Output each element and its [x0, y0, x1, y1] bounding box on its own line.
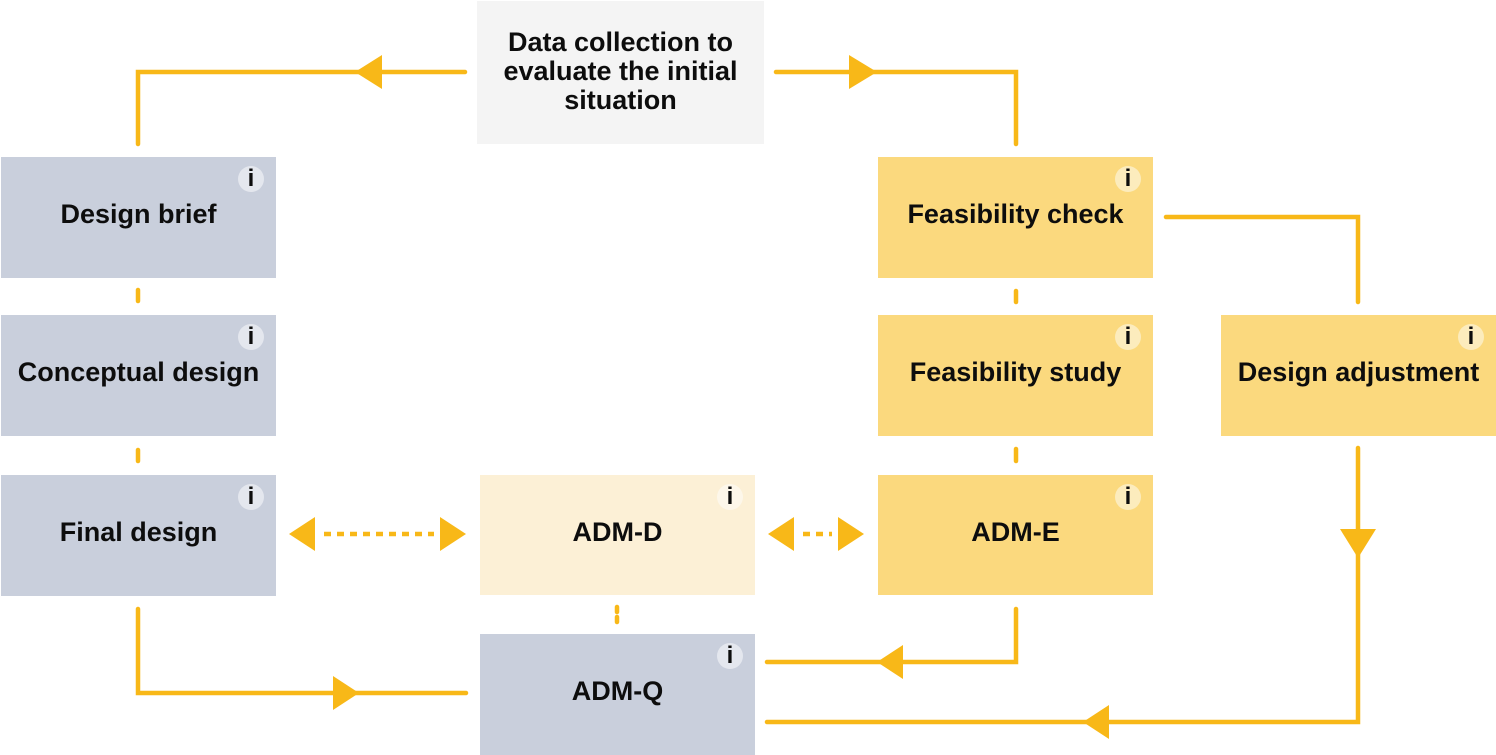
connector-feasibility-check-to-design-adjustment — [1163, 214, 1361, 305]
info-icon[interactable]: i — [1115, 324, 1141, 350]
node-adm-e[interactable]: ADM-E i — [878, 475, 1153, 595]
info-icon[interactable]: i — [1115, 166, 1141, 192]
arrowhead-left-icon — [768, 517, 794, 551]
arrowhead-right-icon — [333, 676, 359, 710]
node-feasibility-check[interactable]: Feasibility check i — [878, 157, 1153, 278]
node-design-brief[interactable]: Design brief i — [1, 157, 276, 278]
node-label: Final design — [59, 517, 218, 547]
arrowhead-left-icon — [289, 517, 315, 551]
connector-start-to-feasibility-check — [773, 69, 1019, 147]
info-icon[interactable]: i — [238, 484, 264, 510]
info-icon[interactable]: i — [1458, 324, 1484, 350]
connector-start-to-design-brief — [135, 69, 468, 147]
arrowhead-right-icon — [838, 517, 864, 551]
info-icon[interactable]: i — [717, 484, 743, 510]
info-icon[interactable]: i — [238, 166, 264, 192]
connector-adm-e-to-adm-q — [764, 606, 1019, 665]
info-icon[interactable]: i — [1115, 484, 1141, 510]
arrowhead-left-icon — [1083, 705, 1109, 739]
arrowhead-left-icon — [355, 55, 382, 89]
connector-final-design-to-adm-q — [135, 606, 469, 696]
arrowhead-right-icon — [440, 517, 466, 551]
arrowhead-right-icon — [849, 55, 877, 89]
node-conceptual-design[interactable]: Conceptual design i — [1, 315, 276, 436]
node-label: Design brief — [60, 199, 217, 229]
info-icon[interactable]: i — [238, 324, 264, 350]
node-adm-d[interactable]: ADM-D i — [480, 475, 755, 595]
node-label: Feasibility check — [907, 199, 1124, 229]
node-label: Feasibility study — [909, 357, 1122, 387]
arrowhead-left-icon — [877, 645, 903, 679]
node-label: ADM-Q — [571, 676, 664, 706]
info-icon[interactable]: i — [717, 643, 743, 669]
node-label: ADM-D — [572, 516, 663, 547]
node-data-collection[interactable]: Data collection to evaluate the initial … — [477, 1, 764, 144]
node-label: Design adjustment — [1237, 357, 1480, 387]
node-design-adjustment[interactable]: Design adjustment i — [1221, 315, 1496, 436]
node-label: Data collection to evaluate the initial … — [503, 27, 738, 115]
node-adm-q[interactable]: ADM-Q i — [480, 634, 755, 755]
node-feasibility-study[interactable]: Feasibility study i — [878, 315, 1153, 436]
arrowhead-down-icon — [1340, 529, 1376, 558]
node-final-design[interactable]: Final design i — [1, 475, 276, 596]
node-label: Conceptual design — [17, 357, 260, 387]
node-label: ADM-E — [971, 516, 1060, 547]
